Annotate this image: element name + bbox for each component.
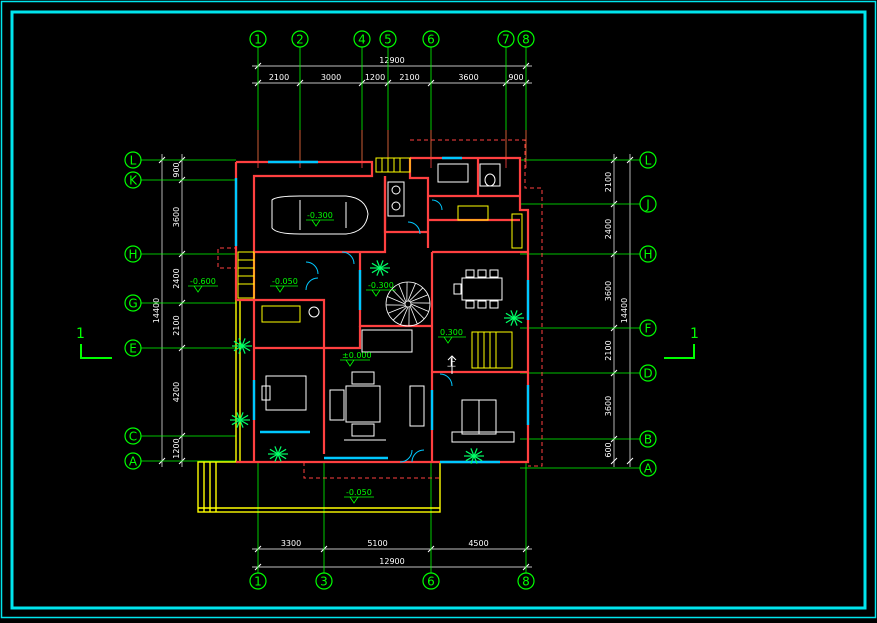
- section-label-left: 1: [76, 326, 85, 342]
- stair-up-label: 上: [447, 358, 456, 369]
- dim-left-text-0: 900: [172, 162, 181, 177]
- furniture: [262, 164, 522, 442]
- level-text-entrance: -0.050: [346, 488, 372, 497]
- axis-bubble-right-B-label: B: [644, 433, 652, 447]
- axis-bubble-right-D-label: D: [643, 367, 652, 381]
- level-mark-hall: -0.300: [366, 281, 396, 296]
- level-mark-living: ±0.000: [340, 351, 372, 366]
- axis-bubble-left-E-label: E: [129, 342, 137, 356]
- level-text-living: ±0.000: [342, 351, 372, 360]
- section-label-right: 1: [690, 326, 699, 342]
- dim-left-text-4: 4200: [172, 382, 181, 402]
- level-text-corridor: -0.050: [272, 277, 298, 286]
- plant-1: [370, 260, 390, 275]
- dim-right-text-5: 600: [604, 442, 613, 457]
- exterior-walls: [236, 158, 528, 462]
- dim-top-text-5: 900: [508, 73, 523, 82]
- dim-bottom-text-0: 3300: [281, 539, 301, 548]
- level-text-dining: 0.300: [440, 328, 463, 337]
- axis-bubble-right-A-label: A: [644, 462, 653, 476]
- dim-left-total-text-0: 14400: [152, 298, 161, 323]
- level-mark-corridor: -0.050: [270, 277, 298, 292]
- axis-bubble-right-J-label: J: [645, 198, 650, 212]
- level-mark-dining: 0.300: [438, 328, 466, 343]
- dim-top-text-4: 3600: [458, 73, 478, 82]
- axis-bubble-left-K-label: K: [129, 174, 138, 188]
- axis-bubble-left-C-label: C: [129, 430, 137, 444]
- spiral-core: [405, 301, 411, 307]
- axis-bubble-right-F-label: F: [645, 322, 652, 336]
- axis-bubble-right-L-label: L: [645, 154, 652, 168]
- dim-left-text-3: 2100: [172, 315, 181, 335]
- axis-bubble-top-1-label: 1: [254, 33, 262, 47]
- dim-top-text-1: 3000: [321, 73, 341, 82]
- axis-bubble-left-G-label: G: [128, 297, 137, 311]
- axis-bubble-bottom-6-label: 6: [427, 575, 435, 589]
- section-mark-right: 1: [664, 326, 699, 358]
- axis-bubble-bottom-8-label: 8: [522, 575, 530, 589]
- level-mark-garage: -0.300: [306, 211, 334, 226]
- dim-top-total-text-0: 12900: [379, 56, 404, 65]
- spiral-tread-10: [399, 284, 406, 302]
- axis-bubble-top-8-label: 8: [522, 33, 530, 47]
- plant-5: [268, 446, 288, 461]
- drawing-border-inner: [12, 12, 865, 608]
- axis-bubble-right-H-label: H: [643, 248, 652, 262]
- axis-bubble-left-A-label: A: [129, 455, 138, 469]
- dim-left-text-5: 1200: [172, 438, 181, 458]
- level-text-stair: -0.600: [190, 277, 216, 286]
- axis-bubble-top-7-label: 7: [502, 33, 510, 47]
- dim-top-text-0: 2100: [269, 73, 289, 82]
- spiral-tread-14: [410, 295, 428, 302]
- dim-top-text-2: 1200: [365, 73, 385, 82]
- axis-bubble-bottom-1-label: 1: [254, 575, 262, 589]
- dimension-layer: 12900 2100 3000 1200 2100 3600 900 3300 5100 4500…: [152, 56, 633, 570]
- terrace-steps: [198, 300, 440, 512]
- dim-bottom-total-text-0: 12900: [379, 557, 404, 566]
- dim-top-text-3: 2100: [399, 73, 419, 82]
- dim-left-text-2: 2400: [172, 268, 181, 288]
- level-text-hall: -0.300: [368, 281, 394, 290]
- level-text-garage: -0.300: [307, 211, 333, 220]
- section-mark-left: 1: [76, 326, 112, 358]
- axis-bubble-top-4-label: 4: [358, 33, 366, 47]
- axis-bubble-top-2-label: 2: [296, 33, 304, 47]
- dim-right-text-2: 3600: [604, 281, 613, 301]
- dim-right-text-1: 2400: [604, 219, 613, 239]
- spiral-tread-2: [410, 306, 417, 324]
- level-mark-stair: -0.600: [188, 277, 218, 292]
- axis-bubble-top-5-label: 5: [384, 33, 392, 47]
- dim-right-total-text-0: 14400: [620, 298, 629, 323]
- dim-bottom-text-1: 5100: [367, 539, 387, 548]
- spiral-tread-6: [388, 306, 406, 313]
- dim-left-text-1: 3600: [172, 207, 181, 227]
- roof-outline-dashed: [218, 140, 542, 478]
- door-swings: [306, 200, 452, 462]
- dim-right-text-3: 2100: [604, 340, 613, 360]
- plant-2: [504, 310, 524, 325]
- plant-3: [232, 338, 252, 353]
- axis-bubble-left-L-label: L: [130, 154, 137, 168]
- axis-bubble-left-H-label: H: [128, 248, 137, 262]
- dim-bottom-text-2: 4500: [468, 539, 488, 548]
- dim-right-text-0: 2100: [604, 172, 613, 192]
- axis-bubble-top-6-label: 6: [427, 33, 435, 47]
- windows: [236, 158, 528, 462]
- axis-bubble-bottom-3-label: 3: [320, 575, 328, 589]
- level-mark-entrance: -0.050: [344, 488, 374, 503]
- straight-stair: [238, 158, 512, 368]
- dim-right-text-4: 3600: [604, 396, 613, 416]
